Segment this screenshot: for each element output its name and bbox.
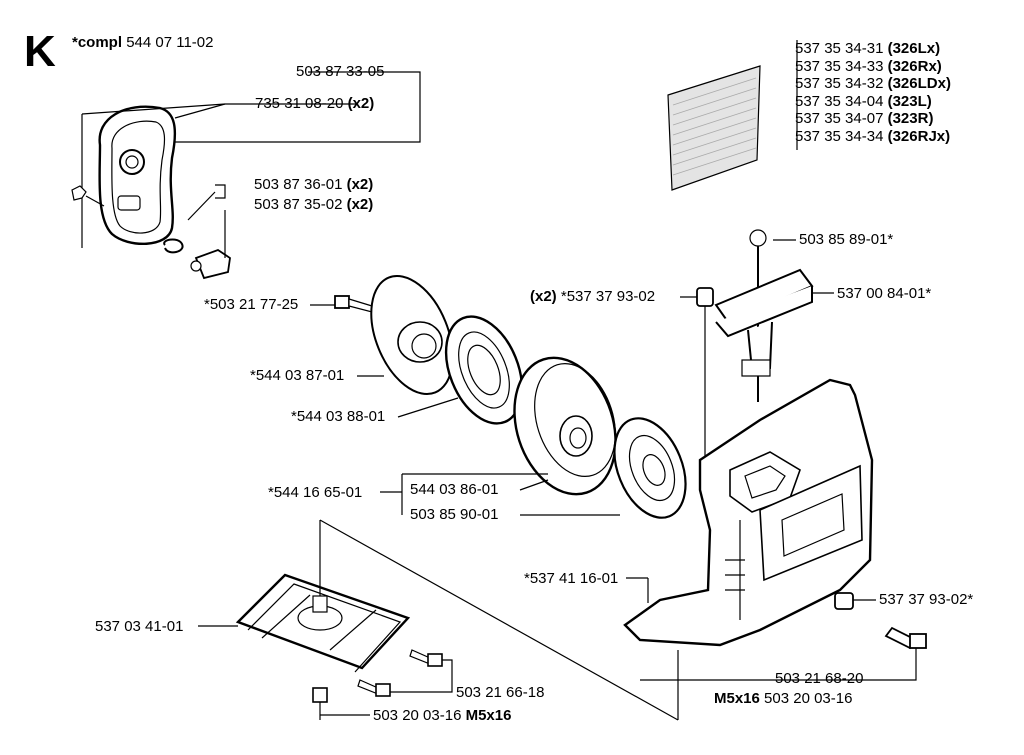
return-spring-part (613, 417, 687, 519)
part-number: 735 31 08-20 (255, 95, 344, 112)
part-label-handle: 537 00 84-01* (837, 285, 932, 302)
variant-row: 537 35 34-34 (326RJx) (795, 128, 951, 146)
variant-model: (326LDx) (887, 75, 951, 93)
part-label-bracket: 537 03 41-01 (95, 618, 184, 635)
variant-number: 537 35 34-07 (795, 110, 884, 128)
variant-model: (323L) (887, 92, 932, 110)
part-label-sleeve-right: 537 37 93-02* (879, 591, 974, 608)
part-label-screw-right-a: 503 21 68-20 (775, 670, 864, 687)
part-label-pulley-assy: *544 16 65-01 (268, 484, 363, 501)
variant-number: 537 35 34-34 (795, 127, 884, 145)
bolt-part (334, 295, 393, 315)
part-number: 503 87 36-01 (254, 176, 343, 193)
quantity-badge: (x2) (530, 288, 557, 305)
section-letter: K (24, 27, 56, 76)
quantity-badge: (x2) (346, 176, 374, 193)
part-label-screw-bracket: 503 21 66-18 (456, 684, 545, 701)
handle-part (714, 229, 814, 402)
screw-size: M5x16 (714, 690, 760, 707)
compl-prefix: *compl (72, 34, 123, 51)
variant-model: (326Lx) (887, 40, 941, 57)
pulley-part (513, 356, 617, 496)
part-label-sleeve-x2: (x2) *537 37 93-02 (530, 288, 655, 305)
part-number: 503 20 03-16 (764, 690, 853, 707)
variant-row: 537 35 34-33 (326Rx) (795, 58, 951, 76)
quantity-badge: (x2) (347, 95, 375, 112)
variant-list: 537 35 34-31 (326Lx) 537 35 34-33 (326Rx… (795, 40, 951, 146)
variant-number: 537 35 34-32 (795, 75, 884, 93)
decal-sheet (667, 65, 761, 191)
housing-part (623, 378, 874, 647)
part-label-housing: *537 41 16-01 (524, 570, 619, 587)
complete-assembly-label: *compl 544 07 11-02 (72, 34, 214, 51)
variant-model: (326Rx) (887, 57, 942, 75)
bracket-plate-part (235, 573, 411, 673)
part-number: 503 20 03-16 (373, 707, 462, 724)
compl-number: 544 07 11-02 (126, 34, 214, 51)
part-label-spring: 503 87 36-01 (x2) (254, 176, 373, 193)
variant-row: 537 35 34-31 (326Lx) (795, 40, 951, 58)
cover-part (81, 103, 226, 248)
variant-row: 537 35 34-04 (323L) (795, 93, 951, 111)
drum-cover-part (370, 274, 454, 396)
part-label-bolt: *503 21 77-25 (204, 296, 299, 313)
part-label-return-spring: 503 85 90-01 (410, 506, 499, 523)
screw-size: M5x16 (465, 707, 512, 724)
variant-model: (323R) (887, 110, 934, 128)
variant-model: (326RJx) (887, 127, 951, 145)
part-label-drum-cover: *544 03 87-01 (250, 367, 345, 384)
variant-number: 537 35 34-33 (795, 57, 884, 75)
part-label-pawl: 503 87 35-02 (x2) (254, 196, 373, 213)
part-label-screw-bottom: 503 20 03-16 M5x16 (373, 707, 511, 724)
part-label-screw-cover: 735 31 08-20 (x2) (255, 95, 374, 112)
variant-row: 537 35 34-32 (326LDx) (795, 75, 951, 93)
variant-number: 537 35 34-31 (795, 40, 884, 57)
part-label-pulley: 544 03 86-01 (410, 481, 499, 498)
quantity-badge: (x2) (346, 196, 374, 213)
part-number: *537 37 93-02 (560, 288, 656, 305)
part-label-rope-clip: 503 85 89-01* (799, 231, 894, 248)
part-label-spring-cassette: *544 03 88-01 (291, 408, 386, 425)
part-number: 503 87 35-02 (254, 196, 343, 213)
part-label-cover-assy: 503 87 33-05 (296, 63, 385, 80)
variant-row: 537 35 34-07 (323R) (795, 110, 951, 128)
variant-number: 537 35 34-04 (795, 92, 884, 110)
spring-cassette-part (444, 315, 524, 425)
part-label-screw-right-b: M5x16 503 20 03-16 (714, 690, 852, 707)
